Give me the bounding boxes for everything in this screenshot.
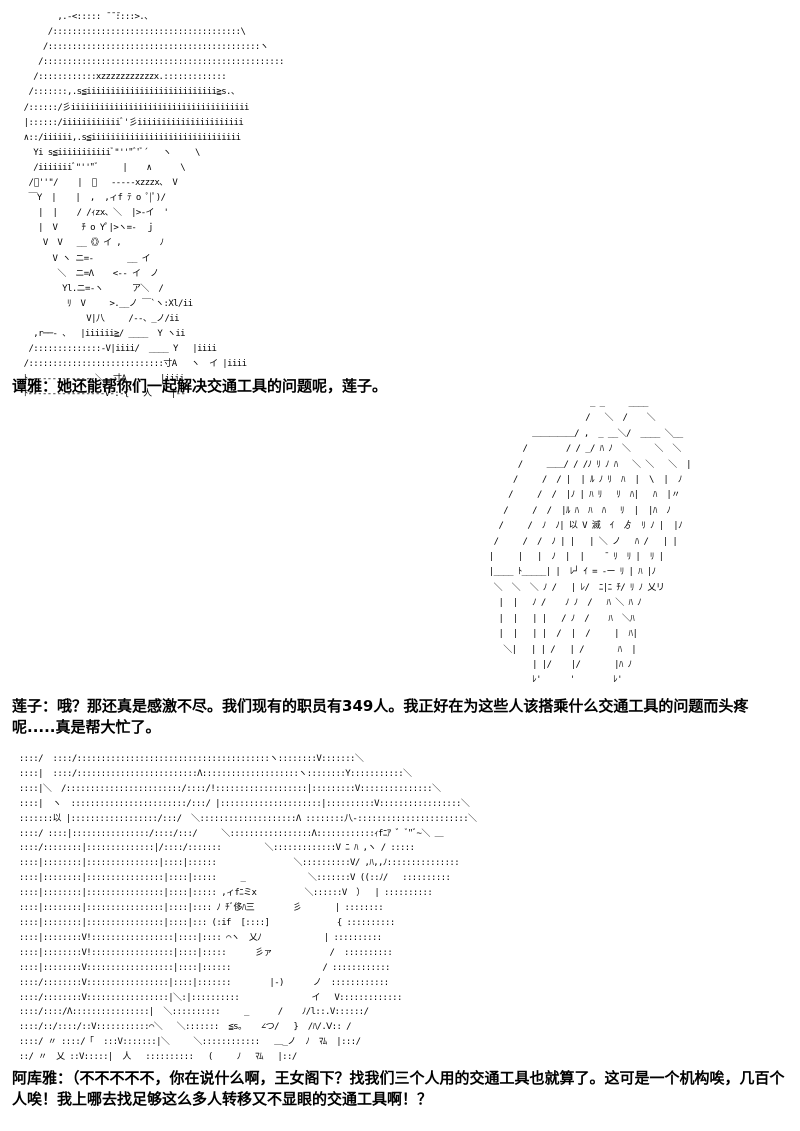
- dialogue-line-aqua: 阿库雅：（不不不不不，你在说什么啊，王女阁下？找我们三个人用的交通工具也就算了。…: [12, 1069, 785, 1108]
- ascii-art-tanya: ,.-<::::: ̄ ̄ ̄::::>.、 /::::::::::::::::…: [23, 12, 285, 400]
- dialogue-line-tanya: 谭雅：她还能帮你们一起解决交通工具的问题呢，莲子。: [12, 377, 388, 395]
- ascii-art-renko: _ _ ____ / ＼ / ＼ ＿＿＿＿＿/ , _ __＼/ ____ ＼_…: [488, 398, 692, 686]
- dialogue-line-renko: 莲子：哦？那还真是感激不尽。我们现有的职员有349人。我正好在为这些人该搭乘什么…: [12, 697, 749, 736]
- ascii-art-aqua: ::::/ ::::/:::::::::::::::::::::::::::::…: [18, 754, 477, 1063]
